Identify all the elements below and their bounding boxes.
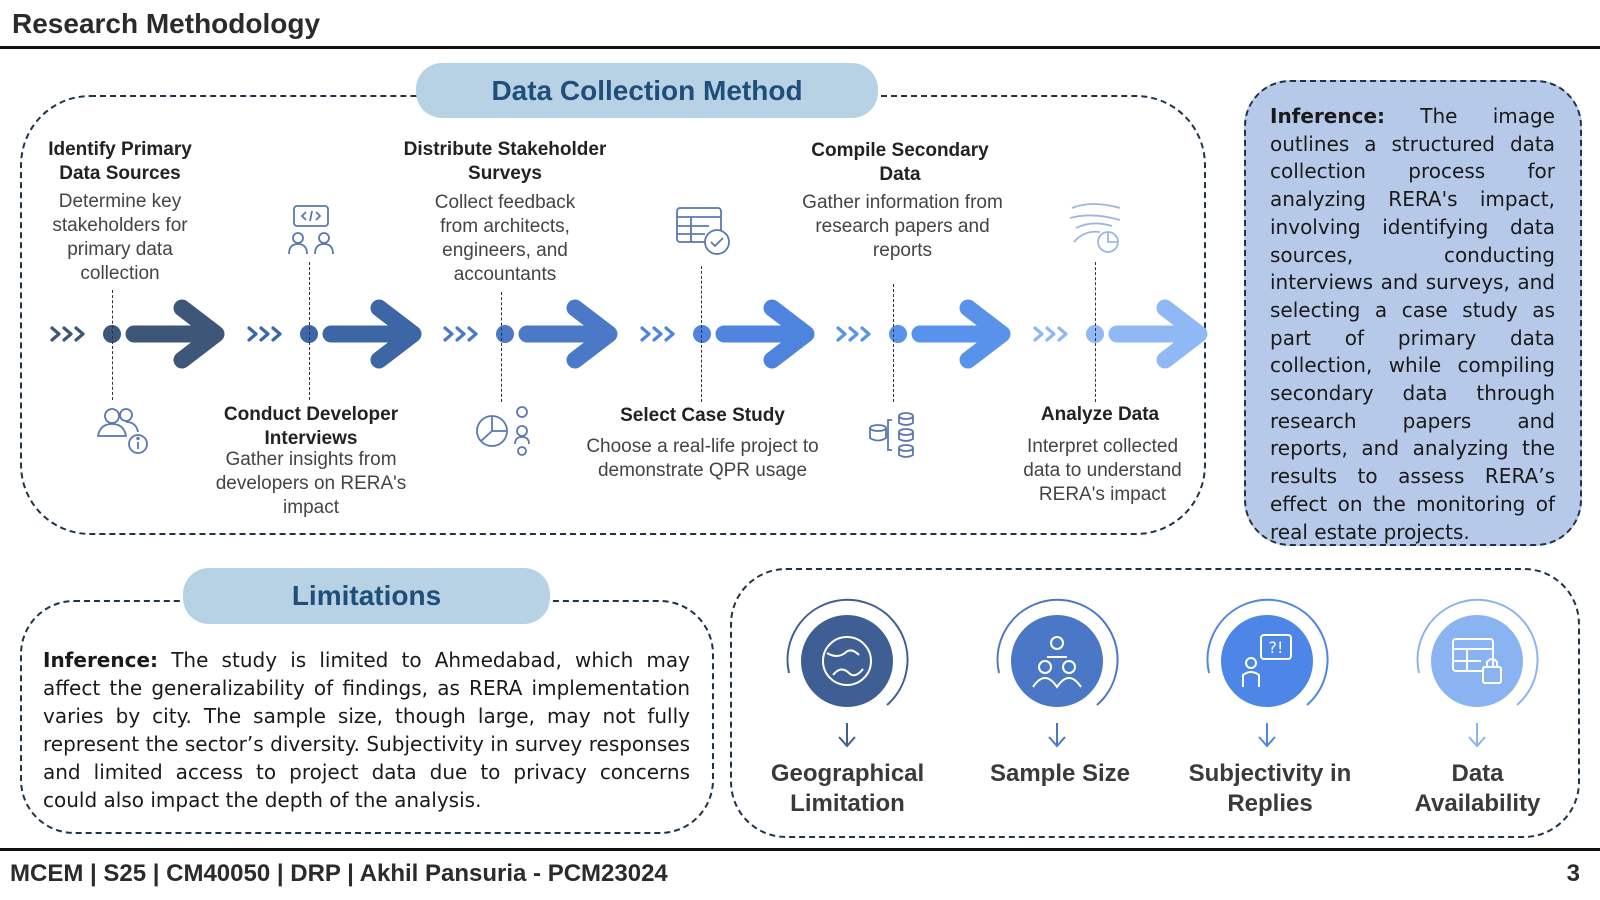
step-4-title: Select Case Study: [620, 405, 785, 426]
flow-node: [693, 325, 711, 343]
footer-rule: [0, 848, 1600, 851]
chevron-icon: [860, 326, 871, 342]
arrow-head: [370, 299, 422, 369]
limitation-badge-2: [996, 598, 1119, 748]
flow-node: [496, 325, 514, 343]
chevron-icon: [1057, 326, 1068, 342]
people-group-icon: [1032, 636, 1082, 689]
step-3-desc: Collect feedback from architects, engine…: [434, 192, 576, 285]
limitation-arc: [1206, 598, 1329, 706]
limitation-circle: [1221, 615, 1313, 707]
limitation-badge-3: ?!: [1206, 598, 1329, 748]
flow-arrow-3: [443, 299, 618, 369]
chevron-icon: [848, 326, 859, 342]
chevron-icon: [652, 326, 663, 342]
arrow-head: [763, 299, 815, 369]
limitation-arc: [996, 598, 1119, 706]
globe-icon: [822, 636, 872, 686]
step-4-desc: Choose a real-life project to demonstrat…: [586, 436, 819, 481]
step-2-title: Conduct Developer Interviews: [223, 404, 399, 449]
step-5-connector: [893, 284, 894, 402]
step-3-connector: [501, 292, 502, 402]
page-title: Research Methodology: [12, 8, 321, 39]
limitation-label-2: Sample Size: [989, 760, 1131, 787]
inference-text: Inference: The image outlines a structur…: [1270, 103, 1555, 546]
step-1-connector: [112, 290, 113, 400]
footer-text: MCEM | S25 | CM40050 | DRP | Akhil Pansu…: [10, 860, 668, 887]
limitations-heading: Limitations: [183, 568, 550, 624]
flow-arrow-4: [640, 299, 815, 369]
step-1-title: Identify Primary Data Sources: [48, 139, 192, 184]
limitation-label-3: Subjectivity in Replies: [1188, 760, 1352, 817]
chevron-icon: [1045, 326, 1056, 342]
step-2-desc: Gather insights from developers on RERA'…: [215, 449, 407, 518]
step-4-connector: [701, 266, 702, 402]
chevron-icon: [455, 326, 466, 342]
limitation-circle: [1011, 615, 1103, 707]
chevron-icon: [271, 326, 282, 342]
inference-panel: [1244, 80, 1582, 546]
chevron-icon: [664, 326, 675, 342]
chevron-icon: [50, 326, 61, 342]
table-check-icon: [676, 207, 730, 255]
step-5-desc: Gather information from research papers …: [802, 192, 1003, 261]
header-rule: [0, 46, 1600, 49]
step-1-desc: Determine key stakeholders for primary d…: [52, 191, 188, 284]
chevron-icon: [1033, 326, 1044, 342]
arrow-head: [1156, 299, 1208, 369]
limitation-badge-1: [786, 598, 909, 748]
limitation-factors-container: [730, 568, 1580, 838]
chevron-icon: [259, 326, 270, 342]
limitation-badge-4: [1416, 598, 1539, 748]
limitation-arc: [1416, 598, 1539, 706]
people-code-icon: [288, 205, 334, 255]
chevron-icon: [836, 326, 847, 342]
step-3-title: Distribute Stakeholder Surveys: [403, 139, 607, 184]
chevron-icon: [640, 326, 651, 342]
people-info-icon: [96, 408, 148, 454]
chevron-icon: [247, 326, 258, 342]
step-6-connector: [1095, 262, 1096, 402]
flow-arrow-2: [247, 299, 422, 369]
data-collection-heading: Data Collection Method: [416, 63, 878, 118]
table-lock-icon: [1452, 638, 1502, 684]
person-question-icon: ?!: [1242, 634, 1292, 687]
limitation-circle: [801, 615, 893, 707]
limitation-label-1: Geographical Limitation: [770, 760, 925, 817]
limitation-label-4: Data Availability: [1414, 760, 1541, 817]
step-6-desc: Interpret collected data to understand R…: [1023, 436, 1182, 505]
step-2-connector: [309, 262, 310, 400]
pie-chart-people-icon: [476, 406, 530, 456]
inference-body: The image outlines a structured data col…: [1270, 104, 1555, 544]
analytics-wind-icon: [1069, 203, 1121, 253]
limitations-inference-label: Inference:: [43, 648, 159, 672]
flow-arrow-6: [1033, 299, 1208, 369]
svg-text:?!: ?!: [1269, 638, 1284, 657]
arrow-head: [173, 299, 225, 369]
step-5-title: Compile Secondary Data: [811, 140, 989, 185]
chevron-icon: [443, 326, 454, 342]
limitations-inference-body: The study is limited to Ahmedabad, which…: [43, 648, 690, 812]
chevron-icon: [62, 326, 73, 342]
arrow-head: [959, 299, 1011, 369]
database-tree-icon: [869, 412, 914, 458]
chevron-icon: [467, 326, 478, 342]
arrow-head: [566, 299, 618, 369]
step-6-title: Analyze Data: [1040, 404, 1160, 425]
page-number: 3: [1566, 860, 1580, 887]
inference-label: Inference:: [1270, 104, 1386, 128]
limitation-arc: [786, 598, 909, 706]
chevron-icon: [74, 326, 85, 342]
limitations-text: Inference: The study is limited to Ahmed…: [43, 646, 690, 814]
